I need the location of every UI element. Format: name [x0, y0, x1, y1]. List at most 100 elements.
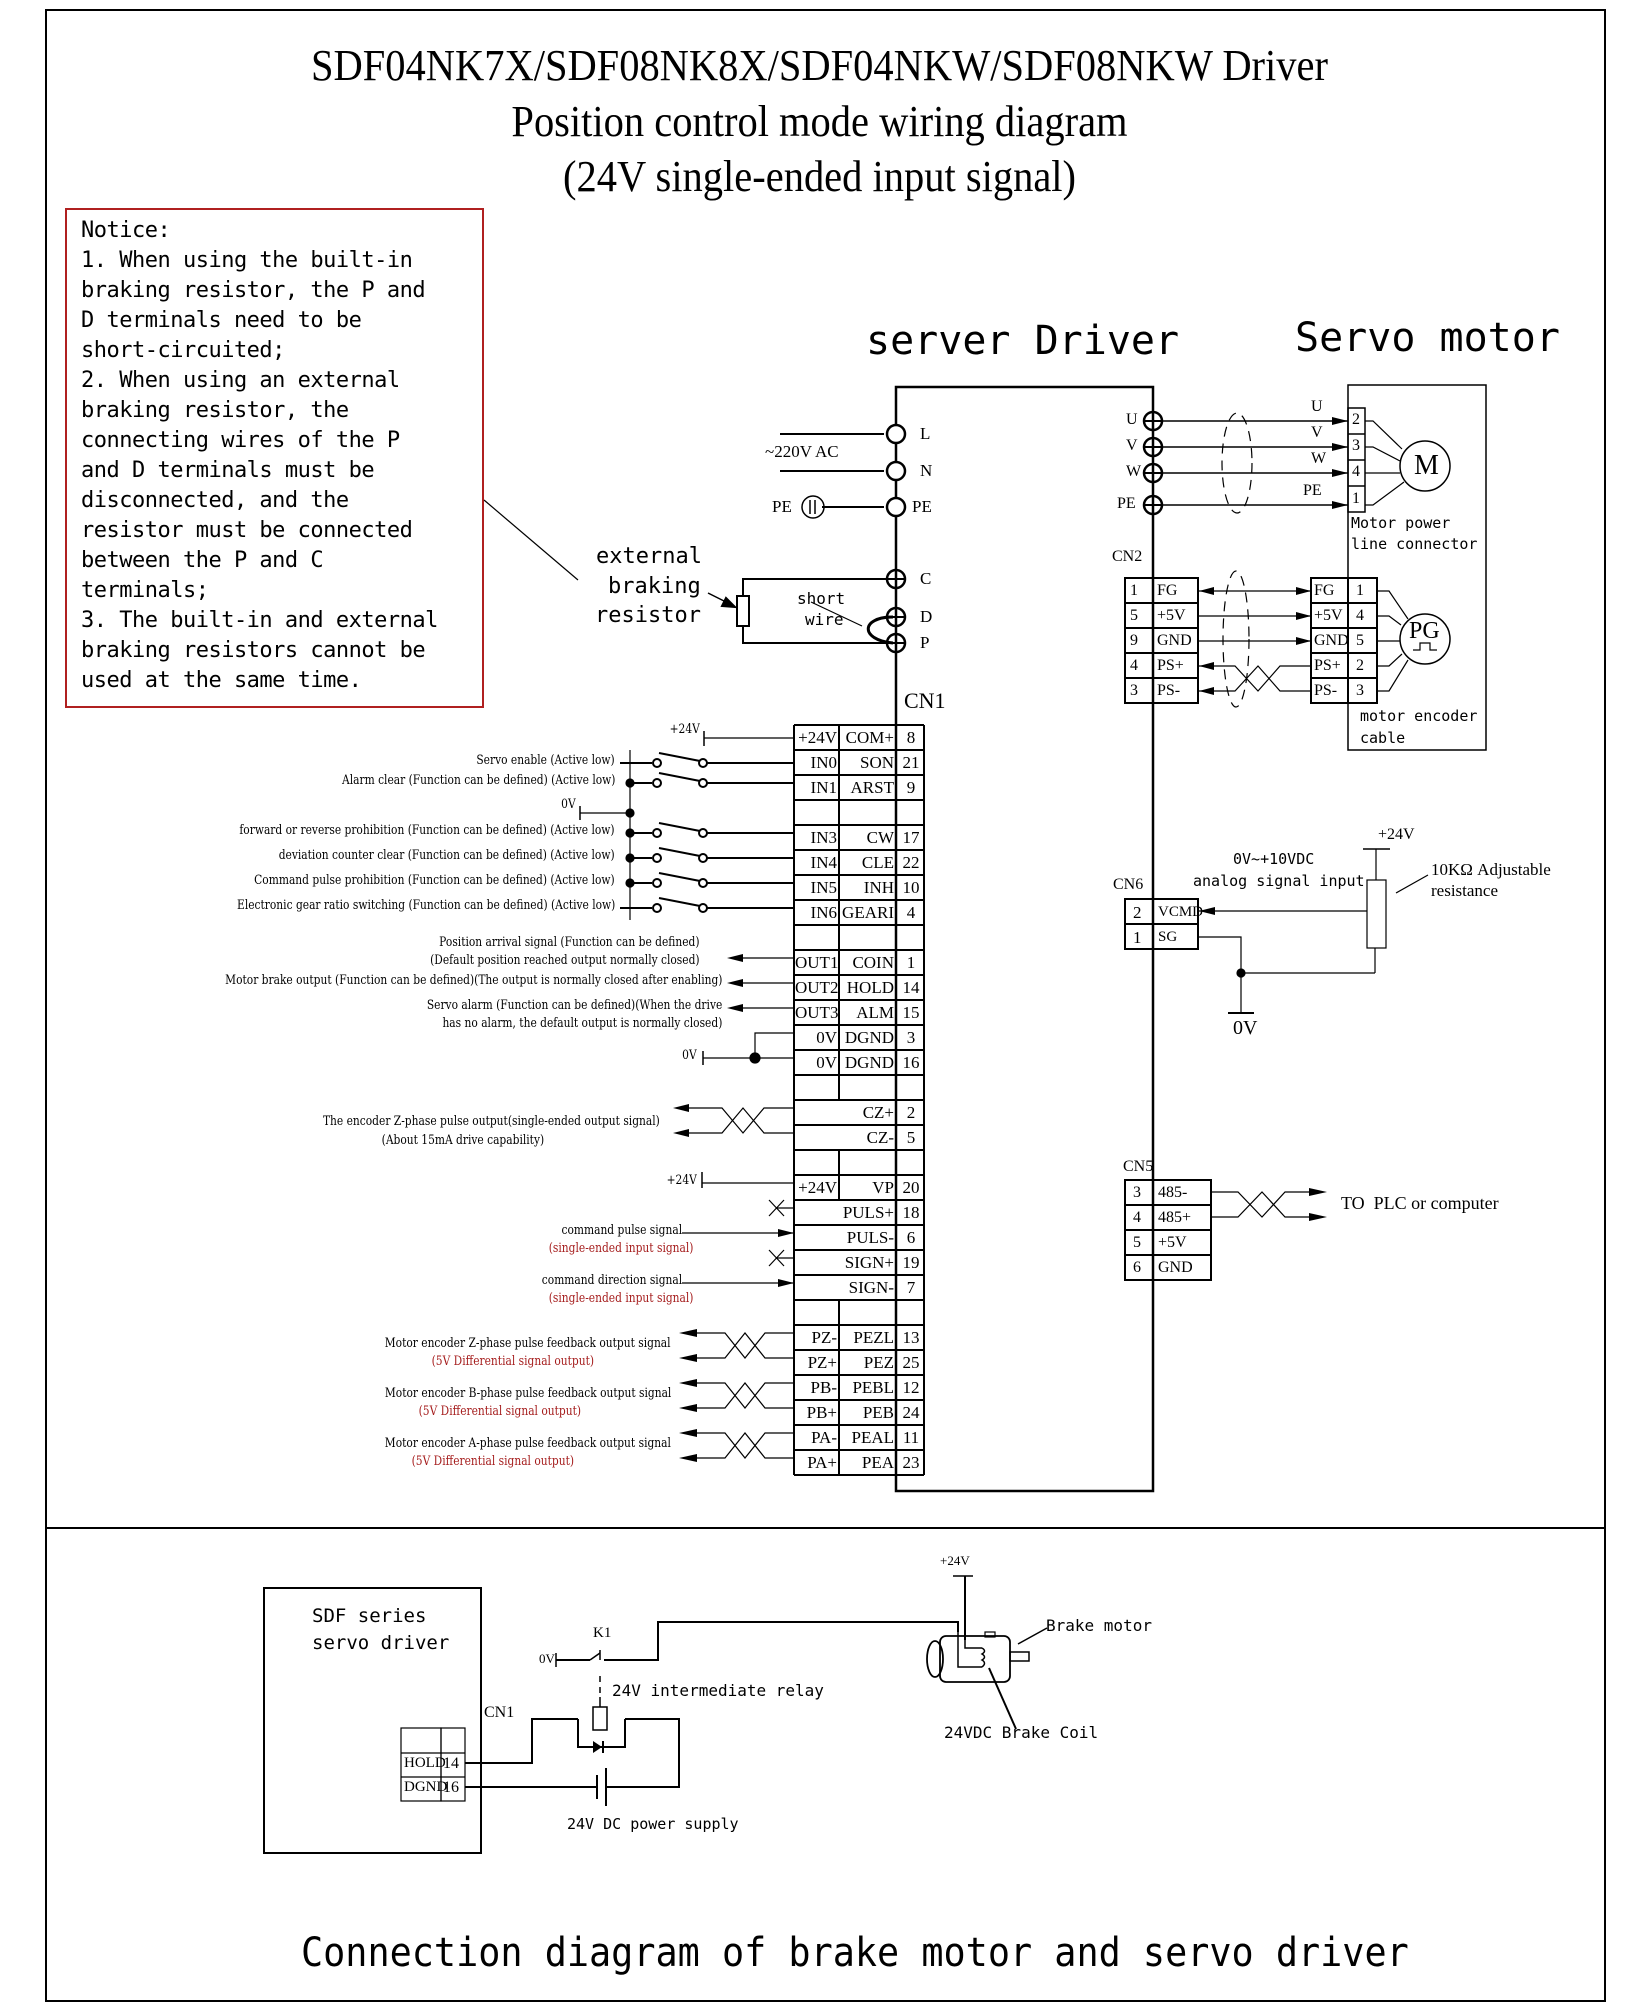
cn1-io-cell: PZ-	[811, 1328, 838, 1347]
cn1-pin-cell: 12	[902, 1378, 920, 1397]
enc-a-sub: (5V Differential signal output)	[411, 1454, 574, 1469]
cn5-wiring	[1211, 1188, 1327, 1221]
cn1-signal-cell: SIGN+	[844, 1253, 894, 1272]
cn1-signal-cell: PULS+	[842, 1203, 894, 1222]
cn2-motor-pin: 2	[1356, 657, 1364, 674]
short-wire-label-1: short	[797, 589, 846, 608]
encoder-cable-caption-2: cable	[1360, 729, 1406, 747]
cn2-motor-pin: 1	[1356, 582, 1364, 599]
cn1-signal-cell: PEBL	[852, 1378, 894, 1397]
cn6-signal-vcmd: VCMD	[1158, 904, 1204, 920]
cn1-io-cell: IN6	[810, 903, 837, 922]
cn1-signal-cell: INH	[863, 878, 894, 897]
cn1-pin-cell: 21	[902, 753, 920, 772]
cn1-pin-cell: 13	[902, 1328, 920, 1347]
analog-input-label: analog signal input	[1193, 872, 1365, 890]
cn1-signal-cell: HOLD	[846, 978, 894, 997]
output-label-coin-2: (Default position reached output normall…	[430, 953, 700, 968]
encoder-cable-caption-1: motor encoder	[1360, 707, 1478, 725]
resistor-label-2: braking	[608, 574, 701, 599]
cn1-pin-cell: 18	[902, 1203, 920, 1222]
relay-zero-v-label: 0V	[539, 1651, 555, 1666]
terminal-label-P: P	[920, 633, 930, 652]
cn5-signal: +5V	[1158, 1234, 1187, 1251]
cn1-io-cell: PA+	[807, 1453, 837, 1472]
cn1-io-cell: PA-	[811, 1428, 837, 1447]
cn1-io-cell: IN4	[810, 853, 837, 872]
brake-cn1-label: CN1	[484, 1704, 515, 1721]
pe-ground-label: PE	[772, 497, 792, 516]
cn5-pin: 5	[1133, 1234, 1141, 1251]
cn1-pin-cell: 5	[906, 1128, 916, 1147]
cn1-output-wiring	[673, 954, 794, 1287]
cn1-signal-cell: COM+	[845, 728, 894, 747]
wire-label-W: W	[1311, 450, 1327, 467]
cn1-vp-supply-24v: +24V	[666, 1173, 697, 1188]
cn1-pin-cell: 7	[906, 1278, 916, 1297]
cn1-signal-cell: PEZ	[863, 1353, 894, 1372]
cn1-pin-cell: 23	[902, 1453, 920, 1472]
input-signal-label: forward or reverse prohibition (Function…	[239, 823, 615, 838]
cn2-motor-signal: PS+	[1314, 657, 1341, 674]
encoder-symbol	[1399, 613, 1451, 665]
cn1-pin-cell: 10	[902, 878, 920, 897]
input-signal-label: Servo enable (Active low)	[476, 753, 615, 768]
cn2-signal: FG	[1157, 582, 1178, 599]
cn1-pin-cell: 16	[902, 1053, 920, 1072]
direction-input-label: command direction signal	[541, 1273, 682, 1288]
cn1-signal-cell: SON	[859, 753, 894, 772]
enc-b-label: Motor encoder B-phase pulse feedback out…	[384, 1386, 671, 1401]
short-wire	[866, 615, 894, 645]
output-label-alm-2: has no alarm, the default output is norm…	[442, 1016, 722, 1031]
short-wire-label-2: wire	[805, 610, 844, 629]
cn5-pin: 3	[1133, 1184, 1141, 1201]
brake-coil-label: 24VDC Brake Coil	[944, 1723, 1099, 1742]
section-divider	[45, 1527, 1606, 1529]
cn1-io-cell: +24V	[798, 1178, 837, 1197]
pulse-input-label: command pulse signal	[561, 1223, 682, 1238]
analog-range-label: 0V~+10VDC	[1233, 850, 1315, 868]
brake-driver-label-1: SDF series	[312, 1605, 427, 1627]
cn1-io-cell: PZ+	[807, 1353, 837, 1372]
cn2-motor-pin: 3	[1356, 682, 1364, 699]
terminal-label-C: C	[920, 569, 932, 588]
input-signal-label: Command pulse prohibition (Function can …	[254, 873, 615, 888]
cn1-output-zero-v: 0V	[682, 1048, 697, 1063]
enc-b-sub: (5V Differential signal output)	[418, 1404, 581, 1419]
title-line-3: (24V single-ended input signal)	[562, 152, 1077, 201]
title-line-1: SDF04NK7X/SDF08NK8X/SDF04NKW/SDF08NKW Dr…	[311, 41, 1328, 90]
cn1-signal-cell: PEA	[861, 1453, 894, 1472]
brake-driver-label-2: servo driver	[312, 1632, 450, 1654]
cn2-pin: 4	[1130, 657, 1138, 674]
cn2-label: CN2	[1112, 548, 1143, 565]
cn1-pin-cell: 6	[906, 1228, 916, 1247]
input-signal-label: deviation counter clear (Function can be…	[279, 848, 615, 863]
cn2-signal: PS+	[1157, 657, 1184, 674]
cn1-pin-cell: 1	[906, 953, 916, 972]
cn1-io-cell: 0V	[816, 1028, 837, 1047]
z-output-label-1: The encoder Z-phase pulse output(single-…	[323, 1114, 660, 1129]
cn1-io-cell: OUT2	[795, 978, 839, 997]
motor-symbol-label: M	[1414, 450, 1439, 481]
drv-terminal-W: W	[1126, 463, 1142, 480]
cn1-signal-cell: PEAL	[851, 1428, 895, 1447]
cn1-pin-cell: 24	[902, 1403, 920, 1422]
cn5-signal: 485+	[1158, 1209, 1192, 1226]
cn2-motor-pin: 4	[1356, 607, 1364, 624]
cn1-signal-cell: PULS-	[846, 1228, 894, 1247]
cn2-pin: 9	[1130, 632, 1138, 649]
terminal-label-N: N	[920, 461, 933, 480]
motor-pin-2: 2	[1352, 411, 1360, 428]
drv-terminal-V: V	[1126, 437, 1138, 454]
cn1-pin-cell: 2	[906, 1103, 916, 1122]
cn1-signal-cell: SIGN-	[848, 1278, 894, 1297]
cn1-signal-cell: PEB	[862, 1403, 894, 1422]
enc-z-sub: (5V Differential signal output)	[431, 1354, 594, 1369]
wire-label-U: U	[1311, 398, 1323, 415]
motor-heading: Servo motor	[1295, 315, 1560, 361]
cn1-io-cell: IN3	[810, 828, 837, 847]
cn1-io-cell: PB+	[806, 1403, 837, 1422]
resistor-label-3: resistor	[595, 603, 701, 628]
cn1-io-cell: OUT3	[795, 1003, 839, 1022]
